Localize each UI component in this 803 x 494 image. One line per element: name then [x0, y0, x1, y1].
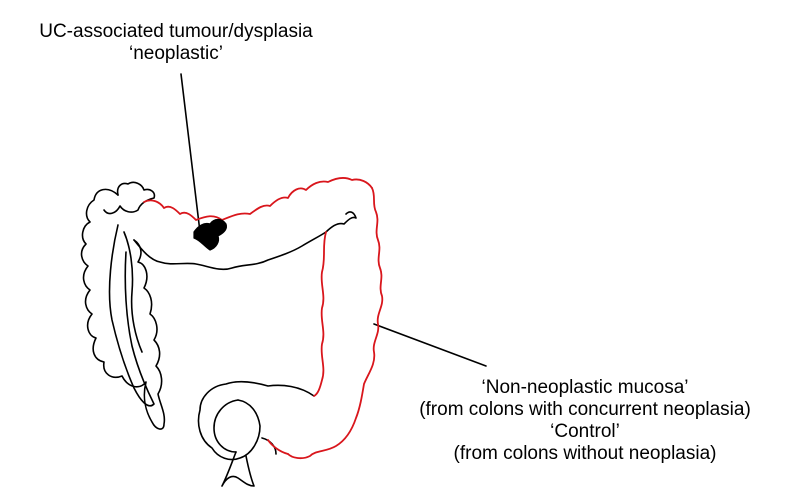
neoplastic-label-line-2: ‘neoplastic’	[0, 43, 352, 65]
ascending-colon-outer-wall	[82, 189, 165, 429]
mucosa-label-line-3: ‘Control’	[370, 421, 800, 443]
transverse-colon-upper-wall-red	[144, 178, 372, 220]
mucosa-label-line-4: (from colons without neoplasia)	[370, 443, 800, 465]
rectum	[222, 452, 254, 486]
sigmoid-inner-loop	[214, 400, 238, 452]
mucosa-label-line-2: (from colons with concurrent neoplasia)	[370, 399, 800, 421]
sigmoid-colon	[199, 382, 315, 460]
neoplastic-label: UC-associated tumour/dysplasia ‘neoplast…	[0, 21, 352, 65]
caecum-inner-fold	[124, 232, 142, 352]
leader-line-top	[181, 74, 200, 232]
mucosa-label-line-1: ‘Non-neoplastic mucosa’	[370, 377, 800, 399]
descending-colon-outer-wall-red	[288, 188, 382, 458]
leader-line-right	[374, 324, 486, 366]
splenic-flexure-inner	[326, 212, 356, 232]
descending-colon-inner-wall-red	[314, 232, 326, 396]
hepatic-flexure	[104, 182, 154, 213]
mucosa-label: ‘Non-neoplastic mucosa’ (from colons wit…	[370, 377, 800, 465]
transverse-colon-lower-wall	[134, 232, 326, 269]
neoplastic-label-line-1: UC-associated tumour/dysplasia	[0, 21, 352, 43]
